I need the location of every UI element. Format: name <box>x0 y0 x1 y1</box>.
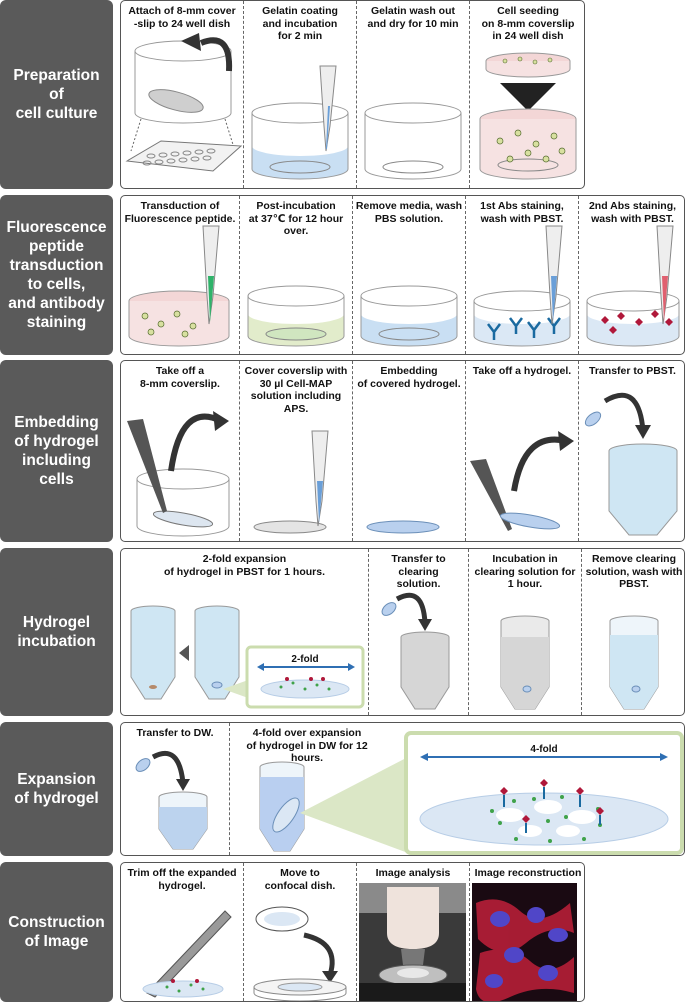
section-image: Construction of Image Trim off the expan… <box>0 862 685 1002</box>
secondary-antibody-icon <box>586 225 680 347</box>
peptide-transduction-icon <box>128 225 230 347</box>
step-post-incubation: Post-incubation at 37℃ for 12 hour over. <box>239 196 352 354</box>
expanded-hydrogel-icon: 4-fold <box>259 731 684 855</box>
step-transfer-dw: Transfer to DW. <box>121 723 229 855</box>
steps-panel: Transfer to DW. 4-fold over expansion of… <box>120 722 685 856</box>
step-take-hydrogel: Take off a hydrogel. <box>465 361 578 541</box>
pbst-wash-tube-icon <box>609 615 659 710</box>
step-caption: 2-fold expansion of hydrogel in PBST for… <box>163 553 325 578</box>
step-remove-clearing: Remove clearing solution, wash with PBST… <box>581 549 684 715</box>
empty-dish-icon <box>364 102 462 180</box>
embedded-hydrogel-icon <box>366 520 440 534</box>
step-trim: Trim off the expanded hydrogel. <box>121 863 243 1001</box>
microscope-photo <box>359 883 466 1001</box>
step-caption: Cover coverslip with 30 µl Cell-MAP solu… <box>244 365 348 415</box>
blade-trim-icon <box>142 910 232 998</box>
section-label: Embedding of hydrogel including cells <box>0 360 113 542</box>
section-label: Construction of Image <box>0 862 113 1002</box>
step-caption: Incubation in clearing solution for 1 ho… <box>474 553 576 590</box>
expansion-tubes-icon: 2-fold <box>130 605 365 709</box>
step-caption: Gelatin wash out and dry for 10 min <box>367 5 459 30</box>
step-image-reconstruction: Image reconstruction <box>469 863 584 1001</box>
steps-panel: Take off a 8-mm coverslip. Cover coversl… <box>120 360 685 542</box>
step-caption: Image reconstruction <box>474 867 582 879</box>
steps-panel: Trim off the expanded hydrogel. Move to … <box>120 862 585 1002</box>
step-cover-solution: Cover coverslip with 30 µl Cell-MAP solu… <box>239 361 352 541</box>
section-preparation: Preparation of cell culture Attach of 8-… <box>0 0 685 189</box>
step-caption: Transfer to DW. <box>136 727 214 739</box>
step-caption: 1st Abs staining, wash with PBST. <box>480 200 564 225</box>
step-image-analysis: Image analysis <box>356 863 469 1001</box>
step-transfer-clearing: Transfer to clearing solution. <box>368 549 468 715</box>
step-caption: Transduction of Fluorescence peptide. <box>124 200 236 225</box>
clearing-tube-icon <box>381 592 450 710</box>
step-caption: Embedding of covered hydrogel. <box>357 365 461 390</box>
section-label: Expansion of hydrogel <box>0 722 113 856</box>
steps-panel: Transduction of Fluorescence peptide. Po… <box>120 195 685 355</box>
section-label: Hydrogel incubation <box>0 548 113 716</box>
pbs-wash-icon <box>360 285 458 347</box>
section-embedding: Embedding of hydrogel including cells Ta… <box>0 360 685 542</box>
step-caption: 2nd Abs staining, wash with PBST. <box>588 200 677 225</box>
dw-tube-icon <box>135 750 208 850</box>
steps-panel: Attach of 8-mm cover -slip to 24 well di… <box>120 0 585 189</box>
step-caption: Remove clearing solution, wash with PBST… <box>585 553 683 590</box>
cover-solution-icon <box>253 430 329 534</box>
fluorescence-image <box>472 883 577 1001</box>
step-caption: Take off a 8-mm coverslip. <box>140 365 220 390</box>
step-caption: Trim off the expanded hydrogel. <box>127 867 237 892</box>
step-caption: Take off a hydrogel. <box>472 365 572 377</box>
step-caption: Image analysis <box>375 867 451 879</box>
step-confocal-dish: Move to confocal dish. <box>243 863 356 1001</box>
step-take-coverslip: Take off a 8-mm coverslip. <box>121 361 239 541</box>
coverslip-in-dish-icon <box>125 33 243 172</box>
forceps-coverslip-icon <box>127 411 230 537</box>
clearing-incubation-icon <box>500 615 550 710</box>
step-caption: Cell seeding on 8-mm coverslip in 24 wel… <box>481 5 575 42</box>
step-caption: Transfer to clearing solution. <box>391 553 446 590</box>
step-caption: Remove media, wash PBS solution. <box>355 200 463 225</box>
step-caption: Transfer to PBST. <box>589 365 676 377</box>
step-2fold-expansion: 2-fold expansion of hydrogel in PBST for… <box>121 549 368 715</box>
step-gelatin-wash: Gelatin wash out and dry for 10 min <box>356 1 469 188</box>
fold-annotation: 4-fold <box>530 744 557 755</box>
section-label: Preparation of cell culture <box>0 0 113 189</box>
gelatin-coating-icon <box>251 65 349 180</box>
step-primary-antibody: 1st Abs staining, wash with PBST. <box>465 196 578 354</box>
step-remove-media: Remove media, wash PBS solution. <box>352 196 465 354</box>
step-gelatin-coating: Gelatin coating and incubation for 2 min <box>243 1 356 188</box>
section-label: Fluorescence peptide transduction to cel… <box>0 195 113 355</box>
section-expansion: Expansion of hydrogel Transfer to DW. 4-… <box>0 722 685 856</box>
steps-panel: 2-fold expansion of hydrogel in PBST for… <box>120 548 685 716</box>
section-transduction: Fluorescence peptide transduction to cel… <box>0 195 685 355</box>
step-secondary-antibody: 2nd Abs staining, wash with PBST. <box>578 196 684 354</box>
step-cell-seeding: Cell seeding on 8-mm coverslip in 24 wel… <box>469 1 584 188</box>
step-attach-coverslip: Attach of 8-mm cover -slip to 24 well di… <box>121 1 243 188</box>
step-caption: Post-incubation at 37℃ for 12 hour over. <box>248 200 344 237</box>
step-caption: Move to confocal dish. <box>264 867 336 892</box>
fold-annotation: 2-fold <box>291 654 318 665</box>
transfer-tube-icon <box>584 392 678 536</box>
cell-seeding-icon <box>479 52 577 180</box>
incubation-dish-icon <box>247 285 345 347</box>
primary-antibody-icon <box>473 225 571 347</box>
step-transfer-pbst: Transfer to PBST. <box>578 361 684 541</box>
forceps-hydrogel-icon <box>470 431 574 531</box>
step-caption: Gelatin coating and incubation for 2 min <box>262 5 338 42</box>
step-transduction: Transduction of Fluorescence peptide. <box>121 196 239 354</box>
step-4fold-expansion: 4-fold over expansion of hydrogel in DW … <box>229 723 684 855</box>
step-clearing-incubation: Incubation in clearing solution for 1 ho… <box>468 549 581 715</box>
confocal-dish-icon <box>253 906 347 1001</box>
step-caption: 4-fold over expansion of hydrogel in DW … <box>246 727 368 764</box>
step-embedding: Embedding of covered hydrogel. <box>352 361 465 541</box>
step-caption: Attach of 8-mm cover -slip to 24 well di… <box>128 5 236 30</box>
section-hydrogel-incubation: Hydrogel incubation 2-fold expansion of … <box>0 548 685 716</box>
